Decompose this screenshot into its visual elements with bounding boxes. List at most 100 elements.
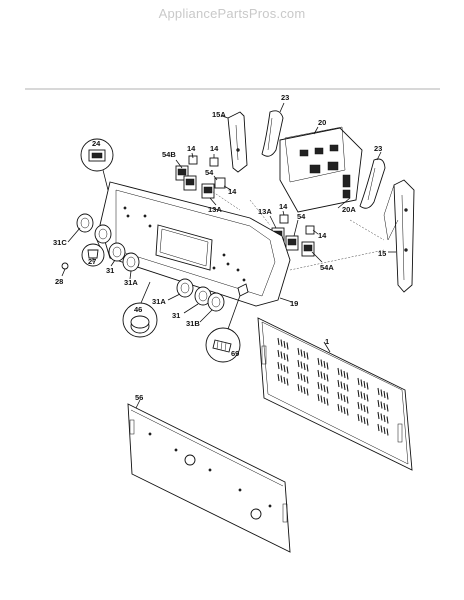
vent-slot bbox=[337, 403, 340, 412]
label-24: 24 bbox=[92, 139, 101, 148]
vent-slot bbox=[337, 391, 340, 400]
part-23-left-bracket bbox=[261, 102, 285, 157]
vent-slot bbox=[380, 401, 383, 409]
label-20A: 20A bbox=[342, 205, 356, 214]
label-54-a: 54 bbox=[205, 168, 214, 177]
label-23-right: 23 bbox=[374, 144, 382, 153]
vent-slot bbox=[320, 371, 323, 379]
label-31A-a: 31A bbox=[124, 278, 138, 287]
vent-slot bbox=[383, 426, 386, 435]
assembly-guides bbox=[209, 189, 385, 271]
vent-slot bbox=[320, 359, 323, 367]
label-19: 19 bbox=[290, 299, 298, 308]
vent-slot bbox=[317, 369, 320, 378]
vent-slot bbox=[380, 413, 383, 421]
vent-slot bbox=[383, 390, 386, 399]
label-31-a: 31 bbox=[106, 266, 114, 275]
vent-slot bbox=[357, 401, 360, 410]
vent-slot bbox=[283, 376, 286, 385]
vent-slot bbox=[340, 369, 343, 377]
vent-slot bbox=[383, 414, 386, 423]
vent-slot bbox=[320, 383, 323, 391]
vent-slot bbox=[280, 339, 283, 347]
vent-slot bbox=[380, 389, 383, 397]
label-69: 69 bbox=[231, 349, 239, 358]
vent-slot bbox=[286, 342, 289, 350]
vent-slot bbox=[303, 350, 306, 359]
label-23-left: 23 bbox=[281, 93, 289, 102]
vent-slot bbox=[357, 413, 360, 422]
vent-slot bbox=[283, 352, 286, 361]
label-20: 20 bbox=[318, 118, 326, 127]
vent-slot bbox=[303, 362, 306, 371]
vent-slot bbox=[363, 416, 366, 425]
vent-slot bbox=[363, 404, 366, 413]
vent-slot bbox=[343, 370, 346, 379]
vent-slot bbox=[337, 367, 340, 376]
vent-slot bbox=[303, 374, 306, 383]
vent-slot bbox=[297, 359, 300, 368]
vent-slot bbox=[306, 376, 309, 384]
vent-slot bbox=[377, 399, 380, 408]
label-54A: 54A bbox=[320, 263, 334, 272]
vent-slot bbox=[360, 403, 363, 411]
label-14-e: 14 bbox=[318, 231, 327, 240]
vent-slot bbox=[283, 364, 286, 373]
vent-slot bbox=[300, 385, 303, 393]
vent-slot bbox=[280, 351, 283, 359]
label-14-d: 14 bbox=[279, 202, 288, 211]
label-15A: 15A bbox=[212, 110, 226, 119]
vent-slot bbox=[277, 361, 280, 370]
vent-slot bbox=[366, 406, 369, 414]
label-14-c: 14 bbox=[228, 187, 237, 196]
label-15: 15 bbox=[378, 249, 386, 258]
part-69-callout bbox=[205, 283, 249, 363]
part-56-lower-panel bbox=[127, 399, 291, 553]
vent-slot bbox=[277, 373, 280, 382]
part-19-control-panel bbox=[99, 181, 293, 307]
vent-slot bbox=[317, 381, 320, 390]
vent-slot bbox=[366, 382, 369, 390]
vent-slot bbox=[377, 423, 380, 432]
vent-slot bbox=[326, 362, 329, 370]
vent-slot bbox=[303, 386, 306, 395]
vent-slot bbox=[280, 363, 283, 371]
part-15A-bracket bbox=[221, 111, 248, 173]
vent-slot bbox=[343, 394, 346, 403]
vent-slot bbox=[386, 428, 389, 436]
vent-slot bbox=[357, 389, 360, 398]
vent-slot bbox=[340, 405, 343, 413]
vent-slots bbox=[277, 337, 389, 436]
part-28-screw bbox=[61, 262, 69, 277]
vent-slot bbox=[320, 395, 323, 403]
vent-slot bbox=[357, 377, 360, 386]
vent-slot bbox=[360, 379, 363, 387]
vent-slot bbox=[366, 394, 369, 402]
label-13A-a: 13A bbox=[208, 205, 222, 214]
vent-slot bbox=[386, 404, 389, 412]
vent-slot bbox=[380, 425, 383, 433]
vent-slot bbox=[277, 337, 280, 346]
label-46: 46 bbox=[134, 305, 142, 314]
vent-slot bbox=[317, 357, 320, 366]
label-54-b: 54 bbox=[297, 212, 306, 221]
knobs-bottom bbox=[167, 278, 225, 323]
vent-slot bbox=[326, 398, 329, 406]
vent-slot bbox=[297, 383, 300, 392]
vent-slot bbox=[300, 373, 303, 381]
label-31C: 31C bbox=[53, 238, 67, 247]
label-31B: 31B bbox=[186, 319, 200, 328]
vent-slot bbox=[306, 352, 309, 360]
part-1-back-panel bbox=[257, 317, 413, 471]
vent-slot bbox=[363, 392, 366, 401]
vent-slot bbox=[306, 364, 309, 372]
vent-slot bbox=[377, 387, 380, 396]
vent-slot bbox=[343, 406, 346, 415]
vent-slot bbox=[283, 340, 286, 349]
vent-slot bbox=[346, 372, 349, 380]
part-23-right-bracket bbox=[359, 151, 386, 209]
vent-slot bbox=[383, 402, 386, 411]
part-27-callout bbox=[81, 237, 105, 267]
